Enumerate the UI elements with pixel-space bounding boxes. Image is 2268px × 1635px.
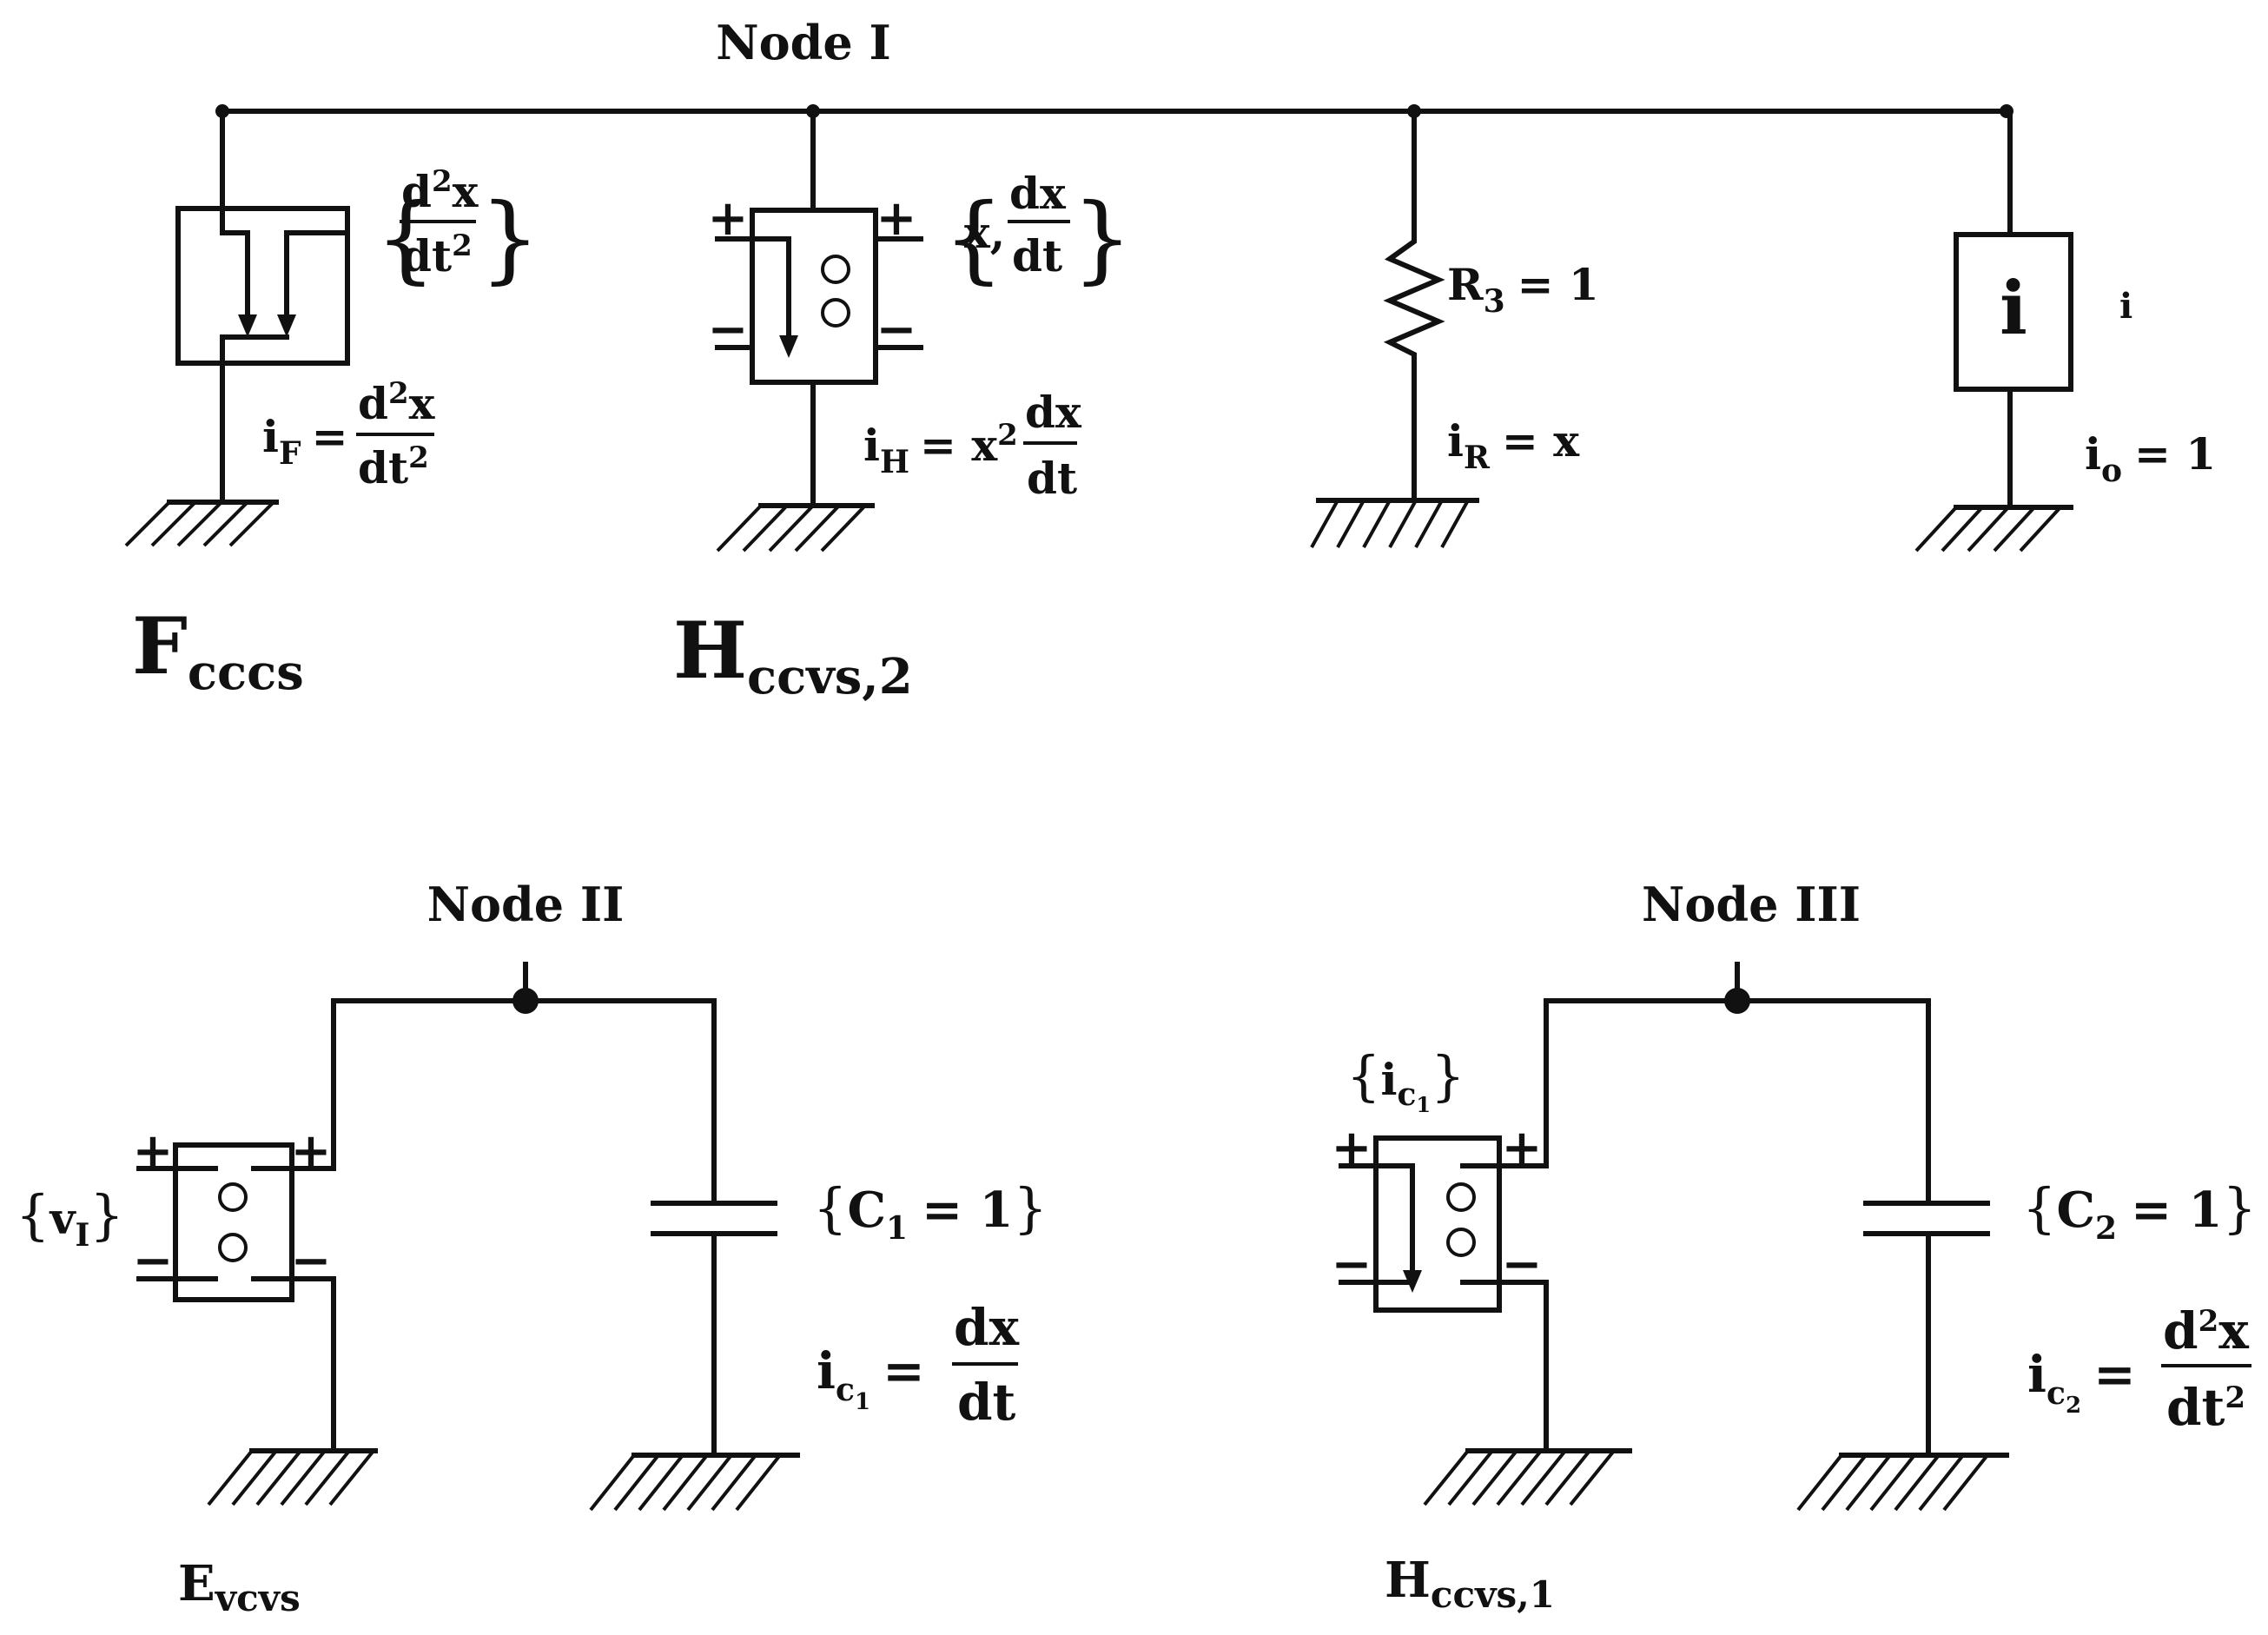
plus-icon: + [876, 189, 917, 247]
svg-text:}: } [1072, 182, 1133, 294]
e-vcvs-name: Evcvs [178, 1555, 301, 1619]
svg-text:d2x: d2x [401, 164, 479, 217]
svg-text:dt: dt [1012, 230, 1062, 281]
plus-icon: + [1332, 1119, 1372, 1176]
ground-symbol [124, 500, 275, 547]
f-cccs-output-path [284, 230, 350, 331]
ic1-control-label: {ic1} [1346, 1044, 1465, 1117]
h-ccvs2-element: + + − − Hccvs,2 { x, dx dt } iH= x2 dx [673, 109, 1133, 705]
c2-label: {C2= 1} [2022, 1176, 2257, 1247]
arrow-down-icon [779, 335, 798, 358]
arrow-down-icon [238, 314, 257, 337]
h-ccvs2-box [750, 208, 878, 385]
svg-text:dt2: dt2 [358, 440, 429, 493]
svg-text:ic2=: ic2= [2027, 1345, 2136, 1419]
minus-icon: − [1502, 1235, 1543, 1293]
source-circle-icon [1446, 1182, 1476, 1212]
minus-icon: − [1332, 1235, 1372, 1293]
node-1-label: Node I [716, 15, 891, 70]
h-ccvs1-name: Hccvs,1 [1385, 1552, 1555, 1616]
ground-symbol [1423, 1449, 1616, 1506]
svg-text:dt2: dt2 [2166, 1378, 2245, 1437]
svg-text:iF=: iF= [262, 411, 347, 472]
minus-icon: − [708, 301, 749, 358]
source-circle-icon [218, 1182, 248, 1212]
source-circle-icon [821, 255, 850, 284]
current-source-box [1954, 232, 2073, 392]
resistor-zigzag [1383, 109, 1445, 503]
source-circle-icon [1446, 1228, 1476, 1257]
ground-symbol [1310, 500, 1470, 548]
f-cccs-sense-path [220, 109, 250, 331]
plus-icon: + [708, 189, 749, 247]
h-ccvs2-parameter: { x, dx dt } [943, 168, 1133, 294]
arrow-down-icon [277, 314, 296, 337]
plus-icon: + [291, 1122, 332, 1180]
r3-element: R3= 1 iR= x [1310, 109, 1599, 548]
h-ccvs1-element: + + − − Hccvs,1 {ic1} [1332, 1044, 1632, 1616]
ir-current-label: iR= x [1447, 415, 1580, 476]
junction-dot [512, 988, 539, 1014]
source-circle-icon [218, 1233, 248, 1262]
e-vcvs-element: + + − − Evcvs {vI} [16, 1122, 378, 1619]
f-cccs-ground-lead [220, 334, 289, 505]
h-ccvs1-sense-path [1373, 1163, 1415, 1285]
node-2-circuit: Node II + + − − Evcvs {vI} [16, 877, 1048, 1619]
junction-dot [1724, 988, 1750, 1014]
f-cccs-current-label: iF= d2x dt2 [262, 376, 436, 493]
f-cccs-name: Fcccs [132, 600, 304, 701]
r3-label: R3= 1 [1447, 259, 1599, 320]
c1-element: {C1= 1} ic1= dx dt [589, 1176, 1048, 1512]
svg-text:dx: dx [1025, 387, 1082, 438]
ic1-current-label: ic1= dx dt [817, 1298, 1020, 1432]
current-source-element: i i io= 1 [1914, 109, 2216, 553]
h-ccvs2-sense-path [750, 236, 791, 350]
f-cccs-element: Fcccs { d2x dt2 } iF= d2x dt2 [124, 109, 540, 701]
minus-icon: − [876, 301, 917, 358]
h-ccvs2-name: Hccvs,2 [673, 605, 913, 705]
minus-icon: − [291, 1232, 332, 1289]
svg-text:d2x: d2x [358, 376, 436, 429]
svg-text:{: { [375, 182, 436, 294]
svg-text:{: { [943, 182, 1004, 294]
c1-label: {C1= 1} [813, 1176, 1048, 1247]
minus-icon: − [133, 1232, 174, 1289]
svg-text:d2x: d2x [2163, 1301, 2249, 1360]
f-cccs-parameter: { d2x dt2 } [375, 164, 540, 294]
svg-text:dt: dt [957, 1373, 1016, 1432]
svg-text:dt2: dt2 [401, 228, 473, 281]
svg-text:x,: x, [964, 207, 1005, 258]
ground-symbol [1796, 1453, 1989, 1512]
svg-text:dt: dt [1027, 453, 1077, 504]
source-circle-icon [821, 298, 850, 328]
c2-element: {C2= 1} ic2= d2x dt2 [1796, 1176, 2257, 1512]
ground-symbol [207, 1449, 375, 1506]
node-2-label: Node II [427, 877, 625, 932]
plus-icon: + [133, 1122, 174, 1180]
arrow-down-icon [1403, 1270, 1422, 1293]
svg-text:}: } [479, 182, 540, 294]
h-ccvs2-current-label: iH= x2 dx dt [863, 387, 1082, 504]
ground-symbol [589, 1453, 782, 1512]
svg-text:dx: dx [954, 1298, 1020, 1357]
io-current-label: io= 1 [2085, 428, 2216, 489]
node-1-circuit: Node I [215, 15, 2013, 118]
node-3-wire [1544, 998, 1931, 1206]
vi-control-label: {vI} [16, 1183, 124, 1254]
ic2-current-label: ic2= d2x dt2 [2027, 1301, 2251, 1437]
current-source-side-label: i [2119, 286, 2132, 327]
node-3-label: Node III [1642, 877, 1861, 932]
ground-symbol [1914, 506, 2062, 553]
node-3-circuit: Node III + + − − [1332, 877, 2257, 1616]
plus-icon: + [1502, 1119, 1543, 1176]
ground-symbol [716, 504, 867, 553]
node-2-wire [331, 998, 717, 1206]
svg-text:ic1=: ic1= [817, 1341, 925, 1415]
svg-text:iH= x2: iH= x2 [863, 418, 1018, 480]
current-source-symbol: i [2000, 265, 2027, 351]
svg-text:dx: dx [1009, 168, 1067, 219]
